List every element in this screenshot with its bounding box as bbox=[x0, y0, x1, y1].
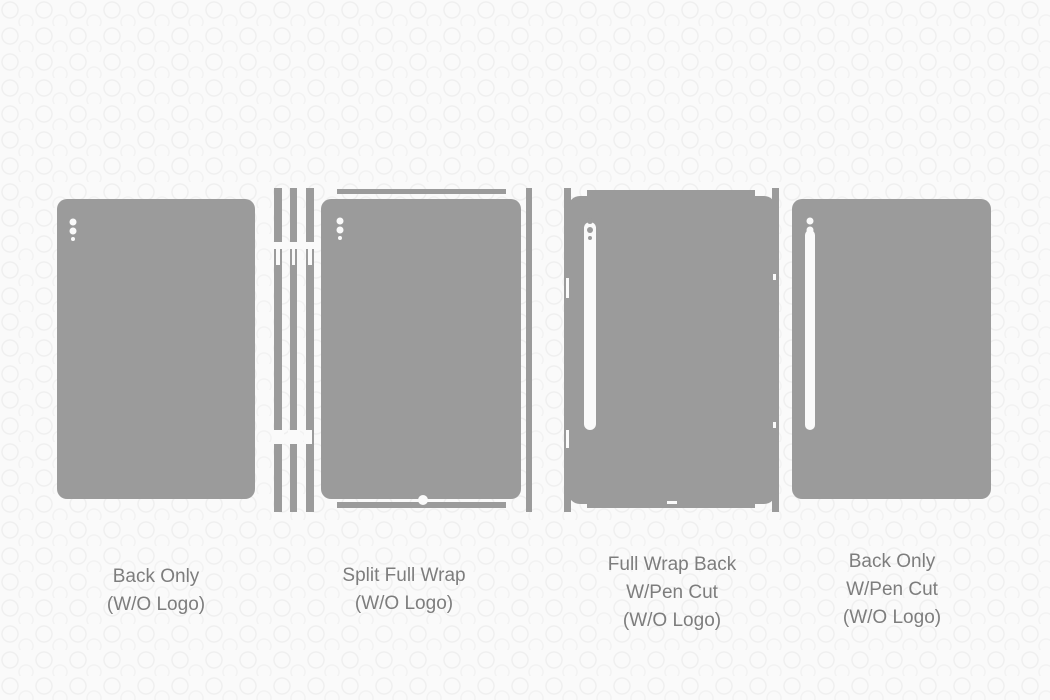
camera-cutout-icon bbox=[587, 218, 593, 240]
back-only-pen-cut-template bbox=[792, 199, 991, 499]
variant-label-split-full-wrap: Split Full Wrap (W/O Logo) bbox=[294, 562, 514, 618]
camera-cutout-icon bbox=[69, 218, 77, 241]
label-line: (W/O Logo) bbox=[622, 610, 722, 631]
label-line: (W/O Logo) bbox=[354, 593, 454, 614]
label-line: W/Pen Cut bbox=[846, 579, 938, 600]
label-line: Split Full Wrap bbox=[342, 565, 466, 586]
label-line: (W/O Logo) bbox=[842, 607, 942, 628]
variant-label-back-only-pen-cut: Back Only W/Pen Cut (W/O Logo) bbox=[782, 548, 1002, 632]
variant-label-full-wrap-pen-cut: Full Wrap Back W/Pen Cut (W/O Logo) bbox=[562, 551, 782, 635]
label-line: Back Only bbox=[848, 551, 936, 572]
label-line: Back Only bbox=[112, 566, 200, 587]
variant-label-back-only: Back Only (W/O Logo) bbox=[46, 563, 266, 619]
split-full-wrap-template bbox=[272, 188, 532, 512]
label-line: (W/O Logo) bbox=[106, 594, 206, 615]
full-wrap-pen-cut-template bbox=[564, 188, 779, 512]
label-line: Full Wrap Back bbox=[607, 554, 737, 575]
camera-cutout-icon bbox=[336, 217, 428, 505]
label-line: W/Pen Cut bbox=[626, 582, 718, 603]
back-only-template bbox=[57, 199, 255, 499]
